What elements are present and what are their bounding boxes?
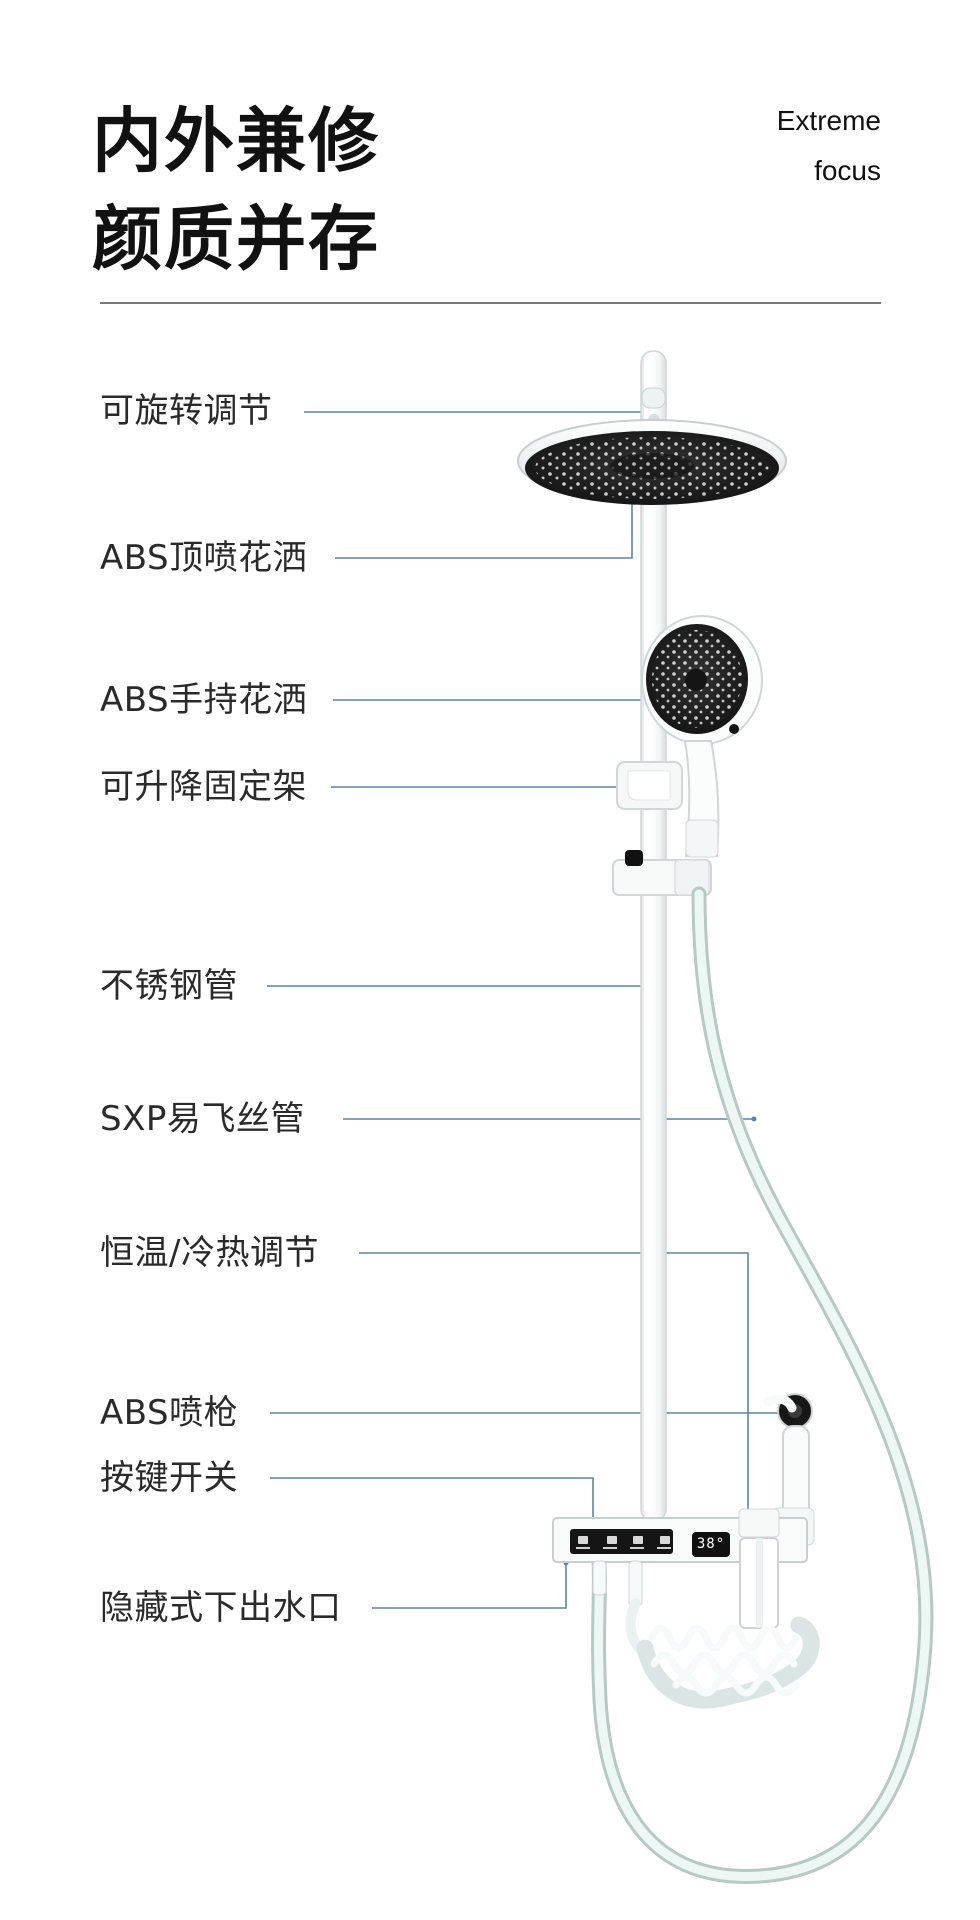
control-panel — [552, 1508, 808, 1629]
page-title: 内外兼修 颜质并存 — [92, 92, 380, 288]
coiled-hose — [636, 1616, 820, 1709]
spray-gun-label: ABS喷枪 — [100, 1393, 239, 1433]
hand-shower — [641, 615, 763, 858]
overhead-shower-label: ABS顶喷花洒 — [100, 538, 308, 578]
english-tagline-line-2: focus — [814, 155, 881, 186]
adjustable-holder-label: 可升降固定架 — [100, 767, 307, 807]
callout-lines — [267, 409, 807, 1609]
rotatable-adjustment-label: 可旋转调节 — [100, 391, 273, 431]
temperature-display: 38° — [692, 1532, 730, 1557]
hidden-bottom-outlets — [592, 1560, 652, 1662]
title-line-1: 内外兼修 — [92, 100, 380, 182]
overhead-shower-head — [517, 419, 787, 505]
adjustable-holder — [612, 761, 712, 896]
sxp-hose — [590, 886, 934, 1884]
hand-shower-label: ABS手持花洒 — [100, 680, 308, 720]
stainless-pipe-label: 不锈钢管 — [100, 966, 238, 1006]
hidden-outlet-label: 隐藏式下出水口 — [100, 1588, 342, 1628]
english-tagline: Extreme focus — [701, 96, 881, 196]
abs-spray-gun — [763, 1393, 815, 1551]
english-tagline-line-1: Extreme — [776, 105, 881, 136]
temperature-control-label: 恒温/冷热调节 — [100, 1233, 319, 1273]
title-divider — [100, 302, 881, 304]
button-switch-label: 按键开关 — [100, 1458, 238, 1498]
title-line-2: 颜质并存 — [92, 198, 380, 280]
shower-pipe-assembly — [640, 350, 667, 1522]
sxp-hose-label: SXP易飞丝管 — [100, 1099, 305, 1139]
